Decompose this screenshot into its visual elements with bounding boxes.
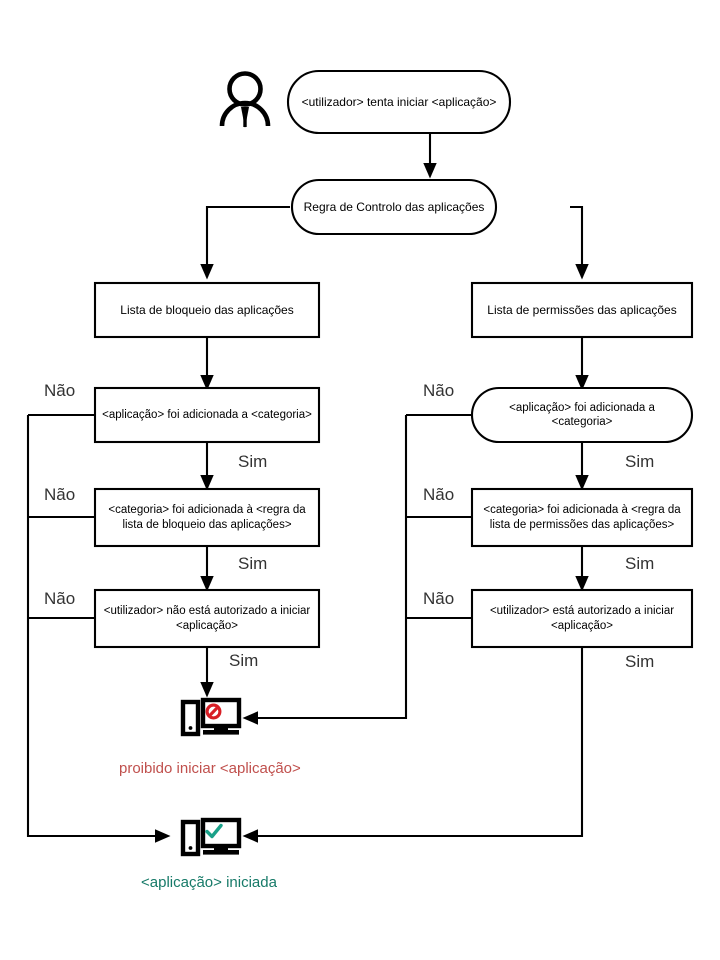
edge-label-allow-user-no: Não: [423, 589, 455, 608]
edge-label-deny-user-no: Não: [44, 589, 76, 608]
edge-rule-to-deny-list: [200, 205, 290, 280]
node-shape-deny-user-not-allowed: [93, 588, 321, 649]
edge-label-allow-app-no: Não: [423, 381, 455, 400]
edge-label-deny-category-yes: Sim: [238, 554, 268, 573]
outcome-label-blocked: proibido iniciar <aplicação>: [119, 760, 301, 777]
edge-label-deny-category-no: Não: [44, 485, 76, 504]
node-shape-rule: [290, 178, 498, 236]
edge-label-allow-category-yes: Sim: [625, 554, 655, 573]
edge-right-no-rail-to-blocked: [242, 415, 408, 725]
node-shape-allow-app-in-category: [470, 386, 694, 444]
edge-label-deny-app-yes: Sim: [238, 452, 268, 471]
node-shape-allow-list: [470, 281, 694, 339]
node-shape-start: [286, 69, 512, 135]
edge-label-allow-app-yes: Sim: [625, 452, 655, 471]
computer-blocked-icon: [180, 697, 242, 737]
edge-label-deny-app-no: Não: [44, 381, 76, 400]
edge-allow-user-yes-to-started: [242, 647, 584, 843]
outcome-label-started: <aplicação> iniciada: [141, 874, 277, 891]
node-shape-deny-category-in-rule: [93, 487, 321, 548]
node-shape-allow-category-in-rule: [470, 487, 694, 548]
edge-label-allow-user-yes: Sim: [625, 652, 655, 671]
edge-label-deny-user-yes: Sim: [229, 651, 259, 670]
edge-left-no-rail-to-started: [26, 415, 171, 843]
edge-rule-to-allow-list: [570, 205, 589, 280]
edge-label-allow-category-no: Não: [423, 485, 455, 504]
user-icon-tie: [241, 107, 249, 128]
node-shape-deny-app-in-category: [93, 386, 321, 444]
node-shape-allow-user-allowed: [470, 588, 694, 649]
computer-allowed-icon: [180, 817, 242, 857]
node-shape-deny-list: [93, 281, 321, 339]
